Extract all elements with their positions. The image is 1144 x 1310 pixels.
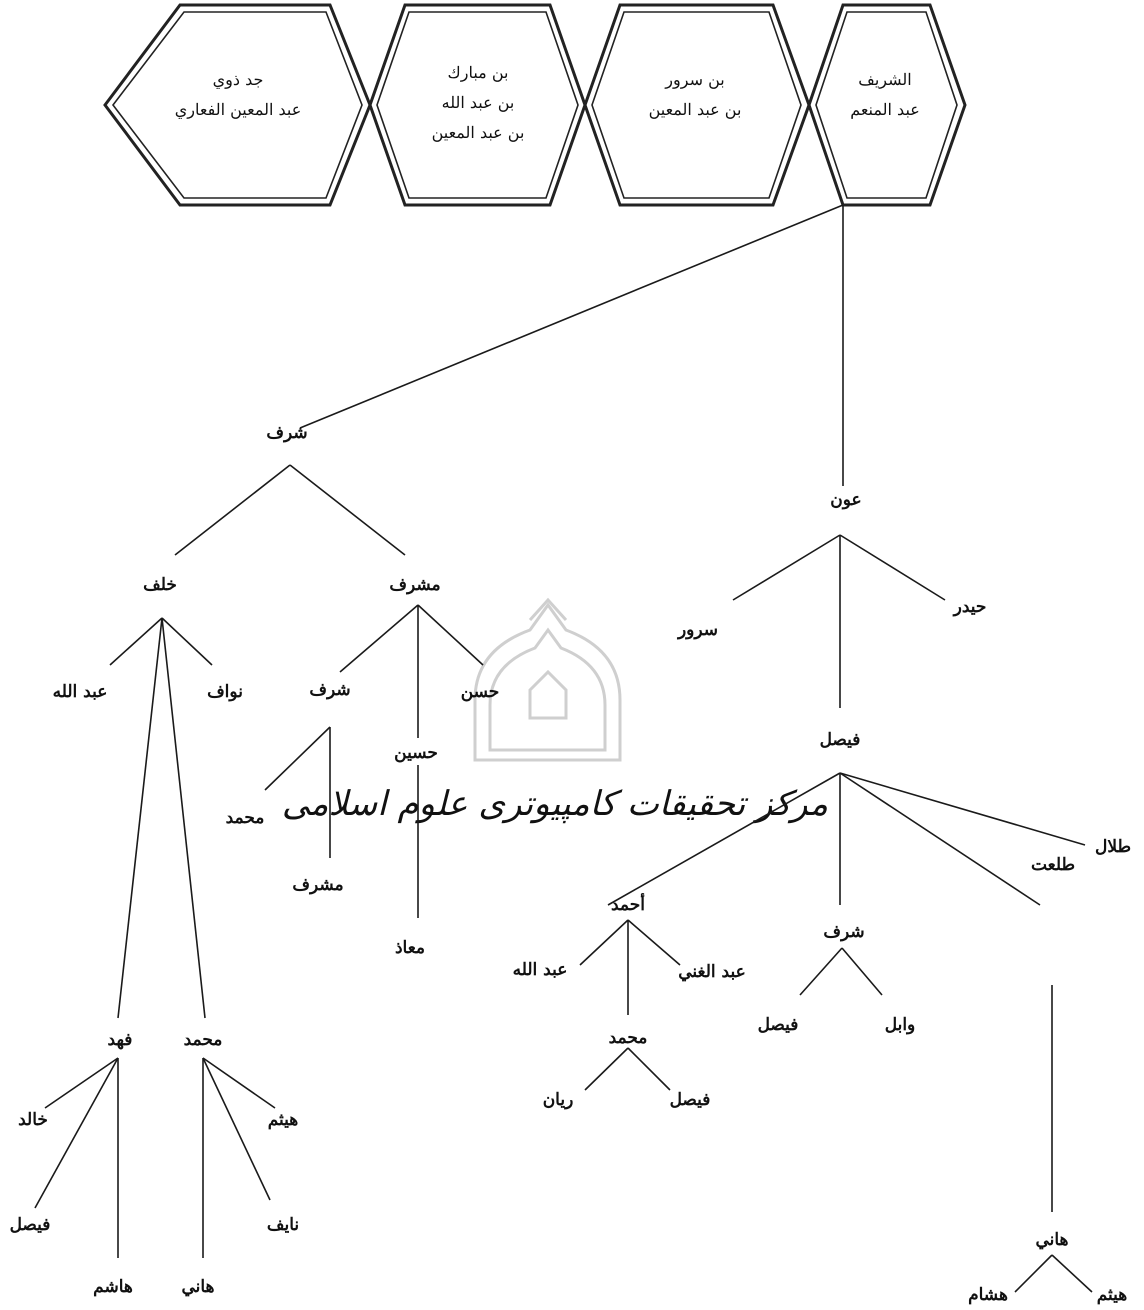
edge-sharaf-khalaf [174, 464, 291, 556]
person-nayef: نايف [267, 1215, 299, 1235]
person-talaat: طلعت [1031, 855, 1075, 875]
person-fahd: فهد [108, 1030, 133, 1050]
hexagon-1-line-1: الشريف [858, 70, 911, 89]
person-abdullah-son-of-ahmad: عبد الله [513, 960, 568, 980]
edge-faisal2-ahmad [607, 772, 841, 906]
watermark: مرکز تحقیقات کامپیوتری علوم اسلامی [282, 597, 828, 824]
tree-labels: شرف عون خلف مشرف شرف حسين حسن محمد مشرف … [10, 423, 1131, 1305]
hexagon-4-line-2: عبد المعين الفعاري [175, 100, 302, 119]
edge-fahd-khalid [44, 1057, 119, 1109]
hexagon-ancestor-dhawi [103, 3, 372, 207]
person-haitham-son-of-hani: هيثم [1097, 1285, 1128, 1305]
edge-muhammad3-faisal3 [627, 1047, 671, 1091]
edge-mushrif-sharaf2 [339, 604, 419, 673]
edge-ahmad-abdullah2 [579, 919, 629, 966]
header-hexagons: الشريف عبد المنعم بن سرور بن عبد المعين … [103, 3, 967, 207]
person-hashim: هاشم [93, 1277, 133, 1297]
person-hani-son-of-talaat: هاني [1035, 1230, 1068, 1250]
hexagon-3-line-1: بن مبارك [448, 63, 509, 82]
person-aun: عون [830, 490, 861, 510]
person-muhammad-son-of-khalaf: محمد [184, 1030, 223, 1050]
person-nawaf: نواف [207, 682, 243, 702]
person-faisal-son-of-aun: فيصل [820, 730, 861, 750]
edge-khalaf-abdullah1 [109, 617, 163, 666]
person-mushrif-son-of-sharaf: مشرف [292, 875, 343, 895]
person-rayan: ريان [543, 1090, 574, 1110]
edge-sharaf3-faisal4 [799, 947, 843, 996]
person-haidar: حيدر [952, 597, 987, 617]
person-sharaf-son-of-faisal: شرف [823, 922, 864, 942]
edge-khalaf-fahd [117, 617, 163, 1019]
edge-khalaf-muhammad2 [161, 617, 206, 1019]
person-wael: وابل [885, 1015, 916, 1035]
person-khalid: خالد [18, 1110, 48, 1130]
person-hisham: هشام [968, 1285, 1008, 1305]
person-abdullah-son-of-khalaf: عبد الله [53, 682, 108, 702]
edge-muhammad3-rayan [584, 1047, 629, 1091]
watermark-logo-icon [473, 597, 622, 762]
person-sarur: سرور [676, 620, 718, 640]
edge-sharaf-mushrif [289, 464, 406, 556]
person-mushrif: مشرف [389, 575, 440, 595]
hexagon-sarur [583, 3, 811, 207]
edge-aun-haidar [839, 534, 946, 601]
person-faisal-son-of-sharaf: فيصل [758, 1015, 799, 1035]
edge-muhammad2-haitham1 [202, 1057, 276, 1109]
person-abdulghani: عبد الغني [678, 962, 746, 982]
edge-faisal2-talaat [839, 772, 1041, 906]
person-khalaf: خلف [143, 575, 177, 595]
hexagon-1-line-2: عبد المنعم [850, 100, 920, 119]
person-hussein: حسين [394, 743, 438, 763]
edge-ahmad-abdulghani [627, 919, 681, 966]
edge-mushrif-hasan [417, 604, 484, 666]
tree-edges [34, 204, 1093, 1293]
edge-muhammad2-nayef [202, 1057, 271, 1201]
hexagon-2-line-2: بن عبد المعين [649, 100, 742, 119]
hexagon-mubarak [368, 3, 587, 207]
hexagon-2-line-1: بن سرور [664, 70, 724, 89]
edge-sharaf2-muhammad1 [264, 726, 331, 791]
edge-root-sharaf [299, 204, 844, 429]
person-sharaf-son-of-mushrif: شرف [309, 680, 350, 700]
person-muhammad-son-of-ahmad: محمد [609, 1028, 648, 1048]
person-haitham-son-of-muhammad: هيثم [268, 1110, 299, 1130]
watermark-text: مرکز تحقیقات کامپیوتری علوم اسلامی [282, 784, 828, 824]
edge-faisal2-talal [839, 772, 1086, 846]
hexagon-4-line-1: جد ذوي [213, 70, 264, 89]
hexagon-3-line-3: بن عبد المعين [432, 123, 525, 142]
edge-khalaf-nawaf [161, 617, 213, 666]
edge-aun-sarur [732, 534, 841, 601]
person-muhammad-son-of-sharaf: محمد [226, 808, 265, 828]
person-faisal-son-of-muhammad: فيصل [670, 1090, 711, 1110]
person-sharaf: شرف [266, 423, 307, 443]
edge-hani2-haitham2 [1051, 1254, 1093, 1293]
edge-hani2-hisham [1014, 1254, 1053, 1293]
person-talal: طلال [1095, 837, 1131, 857]
person-hani-son-of-muhammad: هاني [181, 1277, 214, 1297]
edge-sharaf3-wael [841, 947, 883, 996]
person-hasan: حسن [461, 682, 500, 702]
person-muath: معاذ [395, 938, 425, 958]
person-faisal-son-of-fahd: فيصل [10, 1215, 51, 1235]
hexagon-3-line-2: بن عبد الله [442, 93, 515, 112]
person-ahmad: أحمد [611, 892, 645, 915]
edge-fahd-faisal1 [34, 1057, 119, 1209]
